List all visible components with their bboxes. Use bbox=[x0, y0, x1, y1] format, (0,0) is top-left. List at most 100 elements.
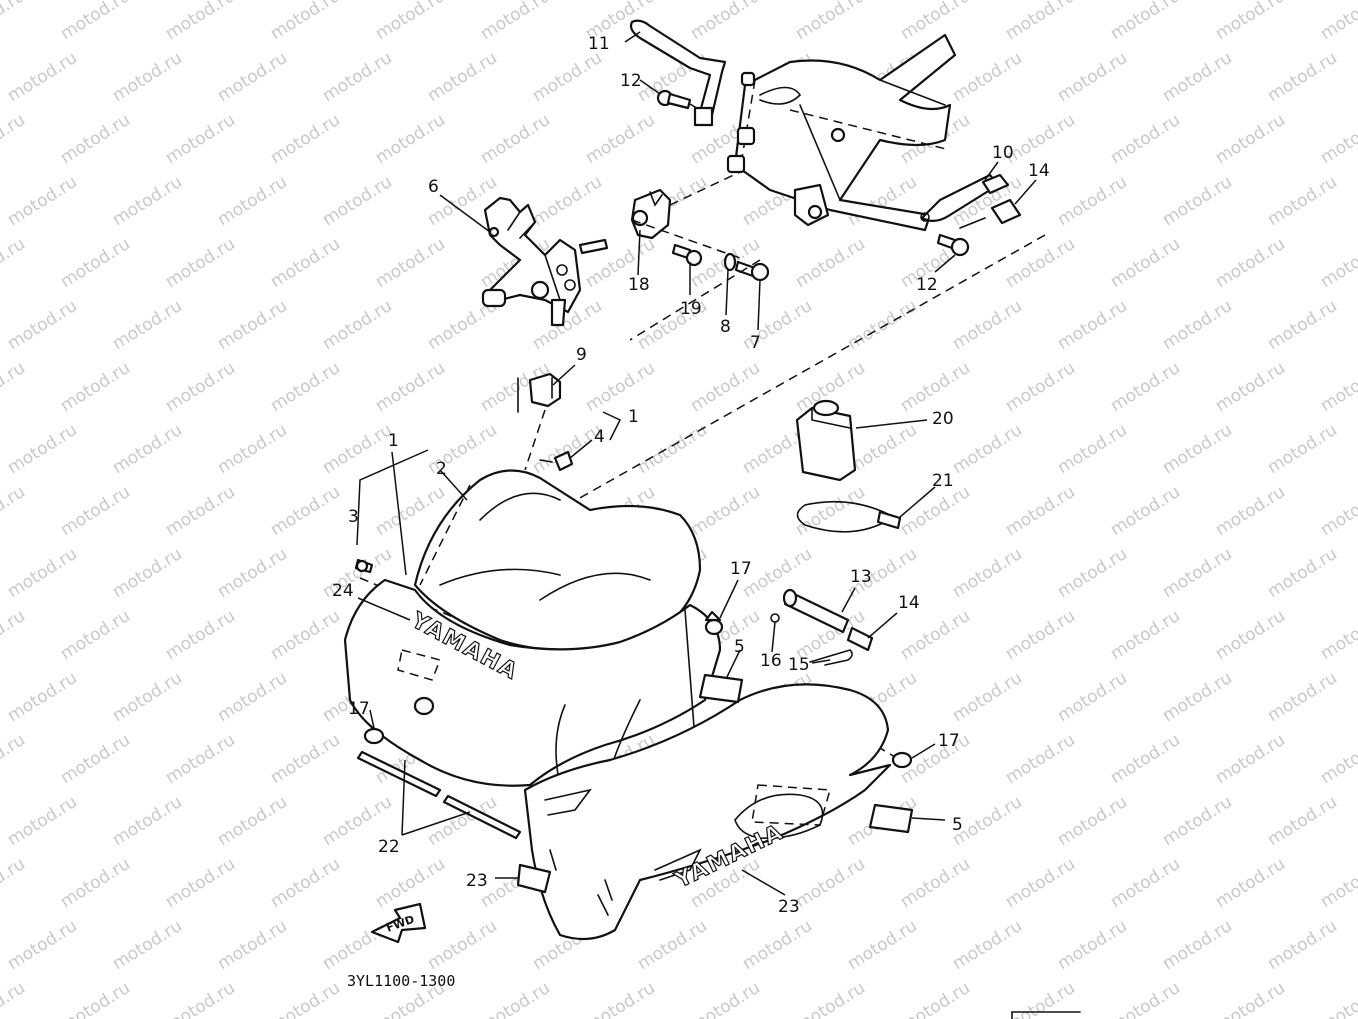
watermark-text: motod.ru bbox=[162, 0, 239, 44]
part-14-grommet-top bbox=[959, 198, 1022, 229]
watermark-text: motod.ru bbox=[57, 358, 134, 416]
watermark-text: motod.ru bbox=[214, 296, 291, 354]
callout-3: 3 bbox=[348, 507, 359, 527]
watermark-text: motod.ru bbox=[0, 0, 29, 44]
part-16-clip bbox=[770, 613, 780, 623]
watermark-text: motod.ru bbox=[162, 978, 239, 1019]
watermark-text: motod.ru bbox=[0, 730, 29, 788]
part-11-rod bbox=[629, 19, 727, 127]
part-20-reservoir bbox=[795, 399, 857, 482]
watermark-text: motod.ru bbox=[57, 110, 134, 168]
watermark-text: motod.ru bbox=[0, 606, 29, 664]
watermark-text: motod.ru bbox=[57, 978, 134, 1019]
watermark-text: motod.ru bbox=[214, 172, 291, 230]
callout-17-right: 17 bbox=[938, 731, 960, 751]
callout-14-lower: 14 bbox=[898, 593, 920, 613]
watermark-text: motod.ru bbox=[267, 234, 344, 292]
watermark-text: motod.ru bbox=[1317, 978, 1358, 1019]
watermark-text: motod.ru bbox=[214, 916, 291, 974]
part-21-cable-tie bbox=[796, 500, 902, 533]
watermark-text: motod.ru bbox=[687, 482, 764, 540]
frame-head-pipe bbox=[726, 33, 957, 232]
watermark-text: motod.ru bbox=[267, 978, 344, 1019]
watermark-text: motod.ru bbox=[897, 978, 974, 1019]
watermark-text: motod.ru bbox=[792, 854, 869, 912]
watermark-text: motod.ru bbox=[0, 358, 29, 416]
watermark-text: motod.ru bbox=[1054, 544, 1131, 602]
watermark-text: motod.ru bbox=[1107, 0, 1184, 44]
watermark-text: motod.ru bbox=[1107, 110, 1184, 168]
watermark-text: motod.ru bbox=[1002, 978, 1079, 1019]
part-22-strips bbox=[356, 750, 522, 840]
part-17-grommet-b bbox=[363, 696, 435, 745]
part-15-pin bbox=[809, 649, 853, 666]
watermark-text: motod.ru bbox=[267, 358, 344, 416]
watermark-text: motod.ru bbox=[162, 606, 239, 664]
callout-21: 21 bbox=[932, 471, 954, 491]
callout-17-left: 17 bbox=[348, 699, 370, 719]
callout-10: 10 bbox=[992, 143, 1014, 163]
callout-8: 8 bbox=[720, 317, 731, 337]
watermark-text: motod.ru bbox=[4, 668, 81, 726]
watermark-text: motod.ru bbox=[57, 854, 134, 912]
watermark-text: motod.ru bbox=[162, 358, 239, 416]
watermark-text: motod.ru bbox=[844, 296, 921, 354]
watermark-text: motod.ru bbox=[1317, 730, 1358, 788]
part-5-pad-lower bbox=[868, 803, 914, 834]
watermark-text: motod.ru bbox=[1212, 358, 1289, 416]
watermark-text: motod.ru bbox=[1107, 482, 1184, 540]
watermark-text: motod.ru bbox=[372, 110, 449, 168]
watermark-text: motod.ru bbox=[1264, 668, 1341, 726]
callout-14: 14 bbox=[1028, 161, 1050, 181]
watermark-text: motod.ru bbox=[372, 358, 449, 416]
part-4-nut bbox=[539, 450, 574, 472]
watermark-text: motod.ru bbox=[582, 110, 659, 168]
watermark-text: motod.ru bbox=[1054, 172, 1131, 230]
callout-6: 6 bbox=[428, 177, 439, 197]
watermark-text: motod.ru bbox=[4, 792, 81, 850]
watermark-text: motod.ru bbox=[1159, 544, 1236, 602]
watermark-text: motod.ru bbox=[1264, 420, 1341, 478]
watermark-text: motod.ru bbox=[109, 296, 186, 354]
watermark-text: motod.ru bbox=[267, 606, 344, 664]
watermark-text: motod.ru bbox=[0, 854, 29, 912]
watermark-text: motod.ru bbox=[1212, 854, 1289, 912]
corner-frame-fragment bbox=[1011, 1011, 1081, 1019]
watermark-text: motod.ru bbox=[949, 48, 1026, 106]
part-17-grommet-a bbox=[704, 610, 724, 636]
watermark-text: motod.ru bbox=[162, 854, 239, 912]
watermark-text: motod.ru bbox=[1264, 172, 1341, 230]
watermark-text: motod.ru bbox=[424, 916, 501, 974]
part-18-bracket bbox=[630, 171, 741, 259]
watermark-text: motod.ru bbox=[634, 916, 711, 974]
watermark-text: motod.ru bbox=[477, 0, 554, 44]
watermark-text: motod.ru bbox=[109, 668, 186, 726]
callout-1-top: 1 bbox=[628, 407, 639, 427]
watermark-text: motod.ru bbox=[1264, 544, 1341, 602]
watermark-text: motod.ru bbox=[897, 0, 974, 44]
watermark-text: motod.ru bbox=[4, 916, 81, 974]
callout-12-right: 12 bbox=[916, 275, 938, 295]
watermark-text: motod.ru bbox=[1317, 358, 1358, 416]
watermark-text: motod.ru bbox=[1264, 792, 1341, 850]
watermark-text: motod.ru bbox=[687, 0, 764, 44]
watermark-text: motod.ru bbox=[477, 978, 554, 1019]
callout-5-lower: 5 bbox=[952, 815, 963, 835]
watermark-text: motod.ru bbox=[319, 172, 396, 230]
watermark-text: motod.ru bbox=[897, 606, 974, 664]
watermark-text: motod.ru bbox=[1054, 792, 1131, 850]
part-19-bolt bbox=[671, 243, 703, 267]
watermark-text: motod.ru bbox=[57, 482, 134, 540]
callout-23-bottom: 23 bbox=[778, 897, 800, 917]
watermark-text: motod.ru bbox=[1159, 668, 1236, 726]
watermark-text: motod.ru bbox=[529, 172, 606, 230]
watermark-text: motod.ru bbox=[1002, 482, 1079, 540]
watermark-text: motod.ru bbox=[529, 48, 606, 106]
leader-lines bbox=[356, 31, 1037, 896]
watermark-text: motod.ru bbox=[792, 978, 869, 1019]
watermark-text: motod.ru bbox=[949, 668, 1026, 726]
watermark-text: motod.ru bbox=[1002, 730, 1079, 788]
watermark-text: motod.ru bbox=[1212, 482, 1289, 540]
part-6-bracket bbox=[481, 196, 609, 327]
watermark-text: motod.ru bbox=[1212, 234, 1289, 292]
